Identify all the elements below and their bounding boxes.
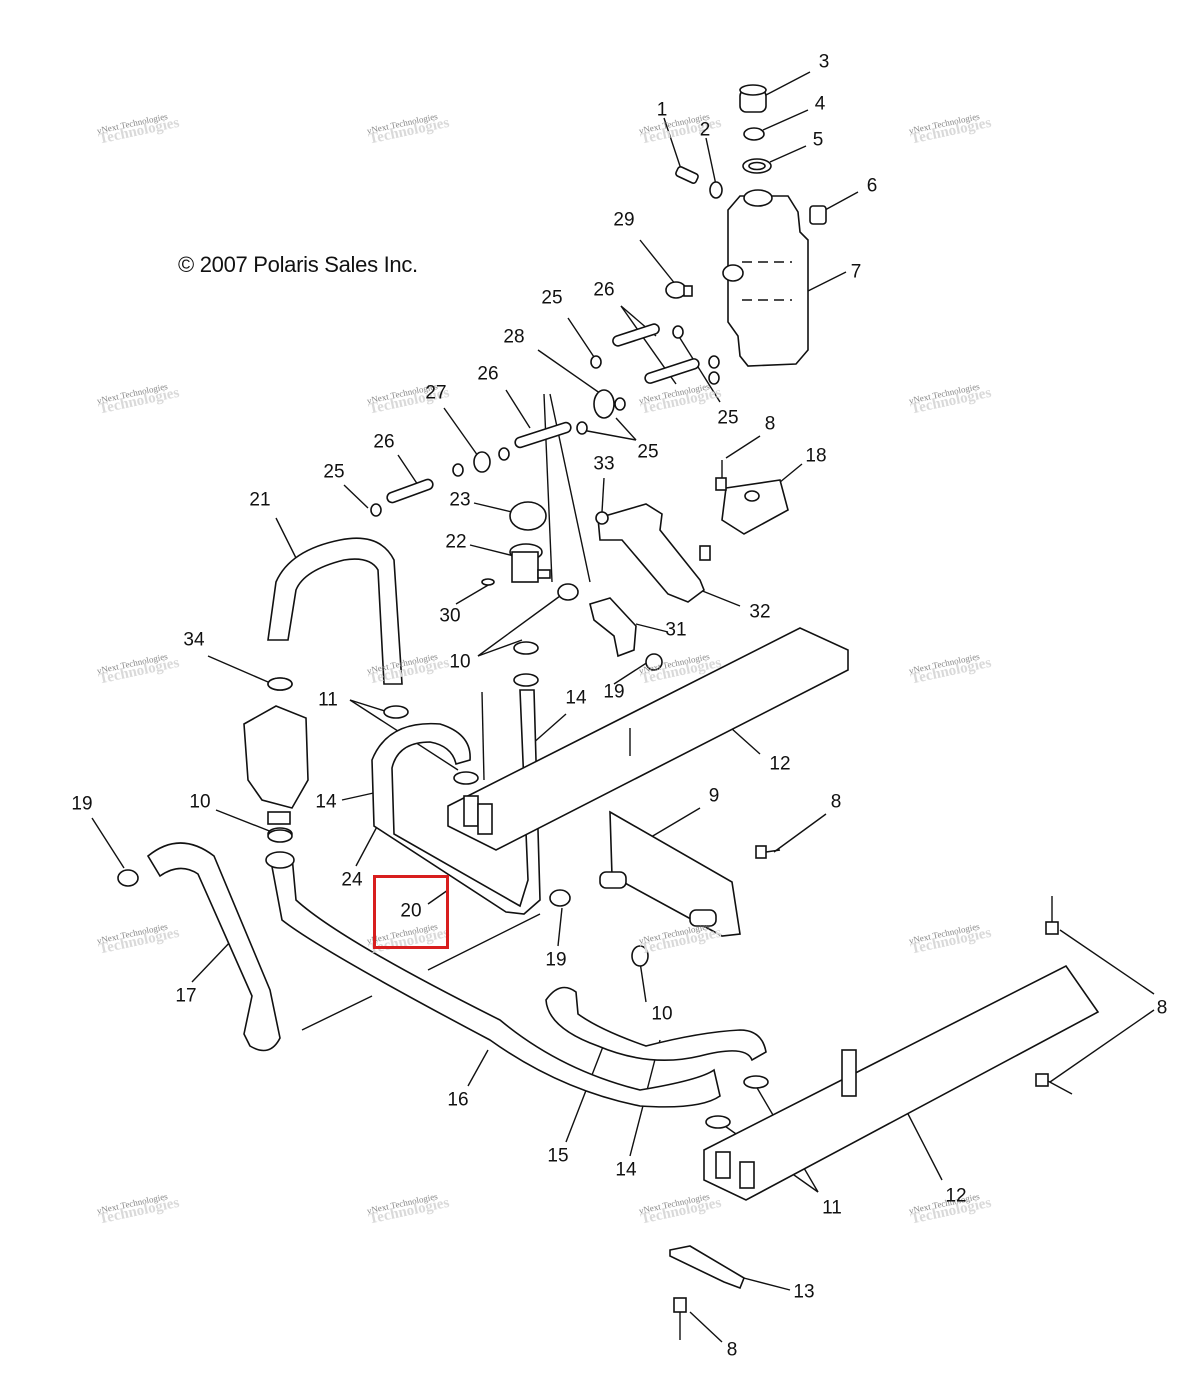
callout-part-10[interactable]: 10 (189, 791, 211, 813)
callout-part-25[interactable]: 25 (717, 407, 739, 429)
callout-part-23[interactable]: 23 (449, 489, 471, 511)
callout-part-2[interactable]: 2 (699, 119, 711, 141)
callout-part-7[interactable]: 7 (850, 261, 862, 283)
water-pump (243, 677, 309, 841)
elbow-31 (589, 597, 637, 658)
callout-part-26[interactable]: 26 (373, 431, 395, 453)
callout-part-8[interactable]: 8 (764, 413, 776, 435)
fill-neck (481, 501, 551, 586)
callout-part-32[interactable]: 32 (749, 601, 771, 623)
callout-part-10[interactable]: 10 (449, 651, 471, 673)
callout-part-19[interactable]: 19 (545, 949, 567, 971)
callout-part-26[interactable]: 26 (477, 363, 499, 385)
reservoir-tank (722, 189, 809, 367)
hose-15 (545, 986, 767, 1062)
copyright-notice: © 2007 Polaris Sales Inc. (178, 252, 418, 277)
reference-lines (301, 691, 541, 1031)
bracket-32 (595, 503, 705, 603)
callout-part-25[interactable]: 25 (541, 287, 563, 309)
callout-part-4[interactable]: 4 (814, 93, 826, 115)
callout-part-33[interactable]: 33 (593, 453, 615, 475)
callout-part-3[interactable]: 3 (818, 51, 830, 73)
cap-seal (742, 127, 772, 174)
callout-part-11[interactable]: 11 (822, 1197, 842, 1219)
callout-part-34[interactable]: 34 (183, 629, 205, 651)
callout-part-8[interactable]: 8 (830, 791, 842, 813)
callout-part-24[interactable]: 24 (341, 869, 363, 891)
callout-part-11[interactable]: 11 (318, 689, 338, 711)
callout-part-15[interactable]: 15 (547, 1145, 569, 1167)
callout-part-25[interactable]: 25 (323, 461, 345, 483)
callout-part-14[interactable]: 14 (315, 791, 337, 813)
hose-21 (267, 537, 403, 685)
callout-part-18[interactable]: 18 (805, 445, 827, 467)
hose-16 (265, 851, 721, 1108)
reservoir-cap (739, 84, 767, 113)
callout-part-8[interactable]: 8 (1156, 997, 1168, 1019)
bracket-13 (669, 1245, 745, 1290)
hose-17 (146, 842, 281, 1052)
highlight-box-part-20 (373, 875, 449, 949)
callout-part-22[interactable]: 22 (445, 531, 467, 553)
callout-part-16[interactable]: 16 (447, 1089, 469, 1111)
callout-part-9[interactable]: 9 (708, 785, 720, 807)
callout-part-8[interactable]: 8 (726, 1339, 738, 1361)
fasteners (673, 845, 1073, 1340)
callout-part-19[interactable]: 19 (603, 681, 625, 703)
callout-part-13[interactable]: 13 (793, 1281, 815, 1303)
callout-part-20[interactable]: 20 (400, 900, 422, 922)
callout-part-21[interactable]: 21 (249, 489, 271, 511)
callout-part-14[interactable]: 14 (615, 1159, 637, 1181)
cover-9 (599, 810, 741, 937)
hose-24 (371, 673, 541, 915)
clamp-29 (665, 281, 693, 299)
callout-part-27[interactable]: 27 (425, 382, 447, 404)
vent-hoses (370, 323, 720, 517)
callout-part-25[interactable]: 25 (637, 441, 659, 463)
callout-part-26[interactable]: 26 (593, 279, 615, 301)
callout-part-14[interactable]: 14 (565, 687, 587, 709)
heat-exchanger-lower (703, 964, 1100, 1201)
callout-part-19[interactable]: 19 (71, 793, 93, 815)
clip-6 (809, 205, 827, 225)
heat-exchanger-upper (447, 627, 849, 851)
callout-part-30[interactable]: 30 (439, 605, 461, 627)
callout-part-31[interactable]: 31 (665, 619, 687, 641)
callout-part-29[interactable]: 29 (613, 209, 635, 231)
callout-part-10[interactable]: 10 (651, 1003, 673, 1025)
callout-part-17[interactable]: 17 (175, 985, 197, 1007)
callout-part-12[interactable]: 12 (769, 753, 791, 775)
callout-part-5[interactable]: 5 (812, 129, 824, 151)
hose-clamps (117, 583, 769, 1129)
callout-part-6[interactable]: 6 (866, 175, 878, 197)
callout-part-1[interactable]: 1 (656, 99, 668, 121)
callout-part-12[interactable]: 12 (945, 1185, 967, 1207)
bracket-18 (699, 460, 789, 561)
callout-part-28[interactable]: 28 (503, 326, 525, 348)
reservoir-screw (675, 166, 723, 199)
